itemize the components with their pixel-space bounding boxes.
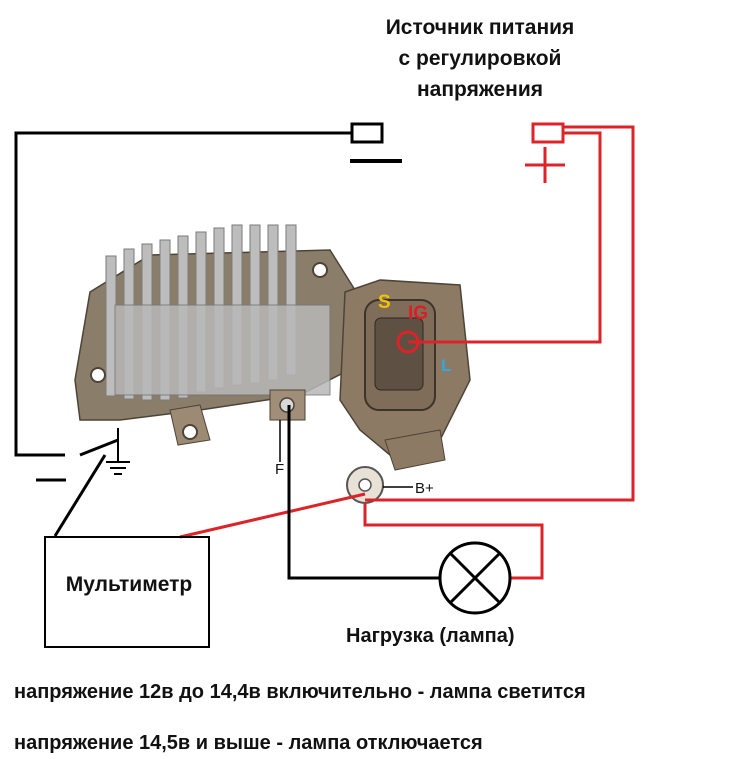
pin-s-label: S bbox=[378, 292, 391, 313]
ground-icon bbox=[106, 428, 130, 475]
lamp-icon bbox=[438, 541, 512, 615]
power-source-title-line-1: Источник питания bbox=[385, 16, 575, 39]
wire-positive-b bbox=[365, 125, 635, 502]
load-label: Нагрузка (лампа) bbox=[346, 625, 515, 647]
wire-multimeter-ground bbox=[53, 454, 107, 537]
note-line-2: напряжение 14,5в и выше - лампа отключае… bbox=[14, 732, 483, 754]
power-source-title-line-2: с регулировкой bbox=[398, 47, 562, 70]
wire-negative bbox=[14, 131, 352, 457]
multimeter-label: Мультиметр bbox=[65, 573, 193, 596]
note-line-1: напряжение 12в до 14,4в включительно - л… bbox=[14, 681, 586, 703]
wire-lamp-f bbox=[287, 405, 440, 580]
power-source-title-line-3: напряжения bbox=[417, 78, 543, 101]
b-plus-terminal bbox=[346, 466, 413, 504]
pin-l-label: L bbox=[441, 356, 452, 375]
pin-f-label: F bbox=[275, 461, 285, 478]
ig-terminal-marker bbox=[396, 330, 420, 354]
power-source-terminals bbox=[350, 122, 565, 183]
multimeter-box bbox=[44, 536, 210, 648]
wire-positive-ig bbox=[408, 131, 602, 344]
voltage-regulator bbox=[74, 224, 471, 471]
power-source-title: Источник питания с регулировкой напряжен… bbox=[330, 12, 630, 105]
wire-multimeter-probe bbox=[179, 492, 366, 539]
wire-lamp-b bbox=[363, 503, 544, 580]
pin-ig-label: IG bbox=[408, 303, 429, 324]
pin-b-plus-label: B+ bbox=[415, 480, 434, 497]
